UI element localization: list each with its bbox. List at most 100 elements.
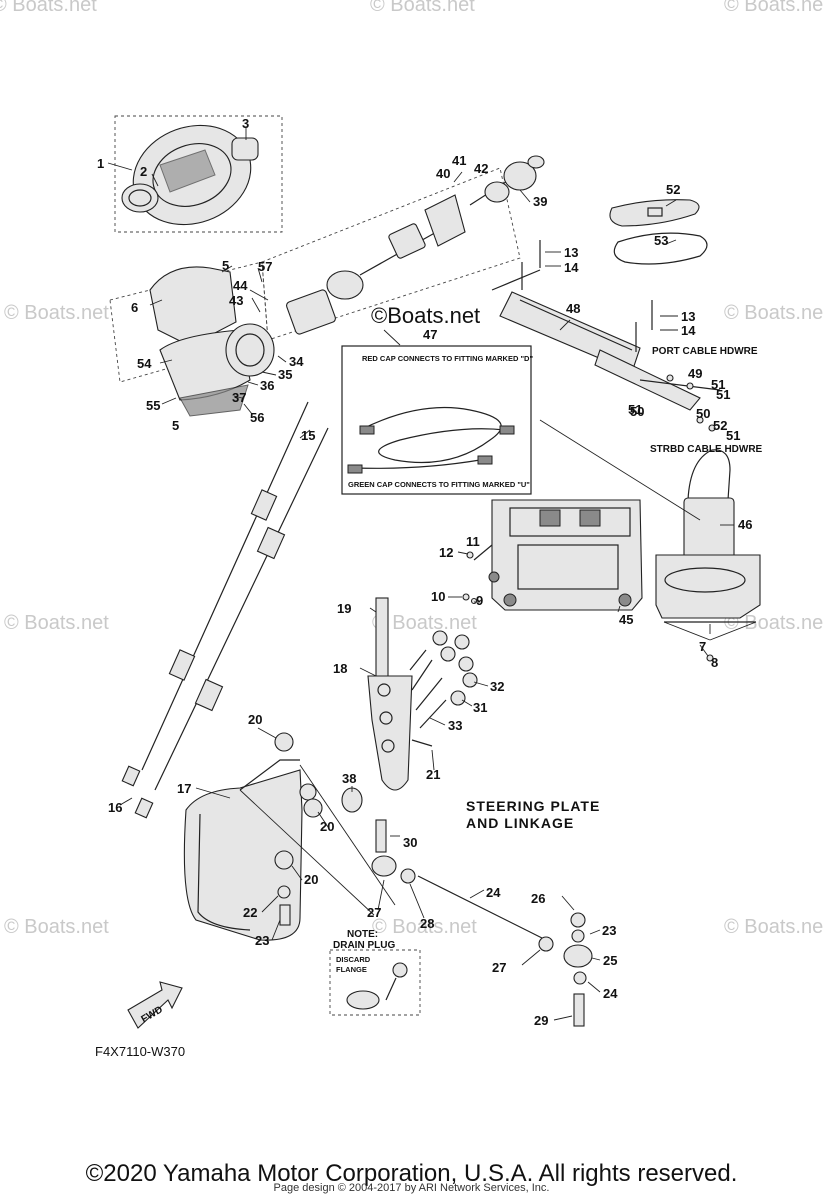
part-label: 52	[666, 182, 680, 197]
part-label: 11	[466, 534, 480, 549]
watermark: © Boats.net	[724, 612, 823, 634]
part-label: 10	[431, 589, 445, 604]
tilt-mechanism[interactable]	[225, 323, 275, 377]
part-label: 55	[146, 398, 160, 413]
part-label: 18	[333, 661, 347, 676]
hydraulic-pump[interactable]	[683, 497, 735, 561]
steering-linkage	[183, 597, 593, 1027]
part-label: 38	[342, 771, 356, 786]
part-label: 52	[713, 418, 727, 433]
part-label: 27	[367, 905, 381, 920]
watermark: © Boats.net	[0, 0, 97, 16]
part-label: 49	[688, 366, 702, 381]
watermark: © Boats.net	[372, 916, 477, 938]
steering-nut[interactable]	[231, 137, 259, 161]
part-label: 12	[439, 545, 453, 560]
part-label: 34	[289, 354, 304, 369]
part-label: 21	[426, 767, 440, 782]
grommet[interactable]	[274, 732, 294, 752]
part-label: 13	[564, 245, 578, 260]
part-label: 9	[476, 593, 483, 608]
hub-cap[interactable]	[121, 183, 159, 213]
helm-cover[interactable]	[149, 266, 237, 347]
steering-shaft[interactable]	[375, 597, 389, 679]
diagram-title-line-1: STEERING PLATE	[466, 798, 600, 814]
part-label: 19	[337, 601, 351, 616]
part-label: 39	[533, 194, 547, 209]
part-label: 43	[229, 293, 243, 308]
steering-plate[interactable]	[183, 769, 303, 941]
part-label: 48	[566, 301, 580, 316]
pad-seal[interactable]	[613, 232, 708, 265]
part-label: 25	[603, 953, 617, 968]
part-label: 24	[603, 986, 618, 1001]
note-line-2: DRAIN PLUG	[333, 940, 395, 951]
part-label: 22	[243, 905, 257, 920]
part-label: 14	[564, 260, 579, 275]
port-cable-hardware-label: PORT CABLE HDWRE	[652, 346, 758, 357]
diagram-title-line-2: AND LINKAGE	[466, 815, 574, 831]
column-clamp[interactable]	[326, 270, 364, 300]
actuator-group	[491, 240, 721, 432]
part-label: 16	[108, 800, 122, 815]
helm-switch-plate[interactable]	[424, 194, 466, 247]
part-label: 41	[452, 153, 466, 168]
part-label: 20	[304, 872, 318, 887]
part-label: 20	[248, 712, 262, 727]
part-label: 23	[255, 933, 269, 948]
part-label: 54	[137, 356, 152, 371]
part-label: 44	[233, 278, 248, 293]
pad-cover[interactable]	[609, 199, 700, 227]
part-label: 40	[436, 166, 450, 181]
diagram-code: F4X7110-W370	[95, 1044, 185, 1059]
part-labels: 1 2 3 5 6 7 8 9 10 11 12 13 14 15 16 17 …	[97, 116, 752, 1028]
part-label: 35	[278, 367, 292, 382]
part-label: 2	[140, 164, 147, 179]
steering-cables	[121, 401, 329, 819]
flange-label: FLANGE	[336, 965, 367, 974]
part-label: 37	[232, 390, 246, 405]
part-label: 5	[172, 418, 179, 433]
helm-gear[interactable]	[388, 223, 426, 259]
cable-inset	[341, 345, 532, 495]
part-label: 7	[699, 639, 706, 654]
cable-top-note: RED CAP CONNECTS TO FITTING MARKED "D"	[362, 354, 533, 363]
part-label: 30	[403, 835, 417, 850]
part-label: 3	[242, 116, 249, 131]
note-line-1: NOTE:	[347, 929, 378, 940]
part-label: 15	[301, 428, 315, 443]
part-label: 42	[474, 161, 488, 176]
cable-inset-frame	[341, 345, 532, 495]
part-label: 51	[628, 402, 642, 417]
part-label: 47	[423, 327, 437, 342]
control-box-group	[462, 499, 643, 611]
part-label: 32	[490, 679, 504, 694]
page-design-notice: Page design © 2004-2017 by ARI Network S…	[273, 1182, 550, 1194]
part-label: 28	[420, 916, 434, 931]
part-label: 13	[681, 309, 695, 324]
part-label: 50	[696, 406, 710, 421]
part-label: 46	[738, 517, 752, 532]
part-label: 27	[492, 960, 506, 975]
brand-watermark: ©Boats.net	[371, 303, 480, 328]
helm-assembly	[109, 155, 545, 417]
column-bracket[interactable]	[285, 289, 336, 335]
watermark: © Boats.net	[724, 916, 823, 938]
part-label: 33	[448, 718, 462, 733]
drain-plug-inset	[329, 949, 421, 1016]
steering-arm[interactable]	[367, 675, 413, 791]
watermark: © Boats.net	[724, 302, 823, 324]
part-label: 23	[602, 923, 616, 938]
watermark: © Boats.net	[4, 916, 109, 938]
copyright-notice: ©2020 Yamaha Motor Corporation, U.S.A. A…	[85, 1160, 738, 1187]
watermark: © Boats.net	[4, 612, 109, 634]
watermark: © Boats.net	[372, 612, 477, 634]
watermark: © Boats.net	[370, 0, 475, 16]
part-label: 50	[630, 404, 644, 419]
part-label: 36	[260, 378, 274, 393]
discard-label: DISCARD	[336, 955, 371, 964]
strbd-cable-hardware-label: STRBD CABLE HDWRE	[650, 444, 763, 455]
leader-lines	[107, 128, 734, 1021]
control-module[interactable]	[491, 499, 643, 611]
